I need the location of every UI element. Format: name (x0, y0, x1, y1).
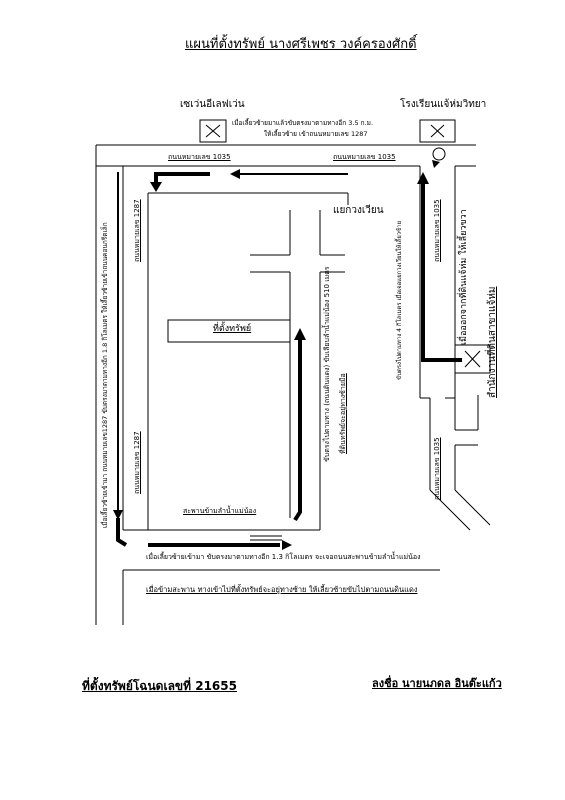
bottom-note-2: เมื่อข้ามสะพาน ทางเข้าไปที่ตั้งทรัพย์จะอ… (146, 585, 418, 594)
x-box-icon (430, 124, 445, 138)
school-x-box-icon (419, 119, 456, 143)
arrow-icon (294, 328, 306, 340)
route-up-center (293, 340, 302, 522)
road-1035-label-lower-right: ถนนหมายเลข 1035 (433, 437, 441, 500)
road-1035-label-vertical-right: ถนนหมายเลข 1035 (433, 199, 441, 262)
right-vertical-note: ขับตรงไปตามทาง 4 กิโลเมตร เมื่อเจอแยกวงเ… (396, 220, 403, 380)
deed-number: ที่ตั้งทรัพย์โฉนดเลขที่ 21655 (82, 679, 237, 693)
arrow-icon (282, 540, 292, 550)
property-box (167, 319, 291, 343)
arrow-icon (432, 160, 440, 168)
arrow-icon (150, 182, 162, 192)
arrow-icon (113, 510, 123, 520)
junction-label: แยกวงเวียน (333, 205, 384, 216)
roundabout-circle-marker-icon (432, 147, 446, 161)
route-turn-left (154, 172, 210, 185)
x-box-icon (205, 124, 221, 138)
exit-note: เมื่อออกจากที่ดินแจ้ห่ม ให้เลี้ยวขวา (459, 209, 469, 345)
road-1287-label-lower: ถนนหมายเลข 1287 (133, 431, 141, 494)
left-vertical-note: เมื่อเลี้ยวซ้ายเข้ามา ถนนหมายเลข1287 ขับ… (101, 222, 109, 528)
road-1035-label-left: ถนนหมายเลข 1035 (168, 153, 231, 161)
route-exit-arrow (421, 345, 462, 362)
bottom-note-1: เมื่อเลี้ยวซ้ายเข้ามา ขับตรงมาตามทางอีก … (146, 553, 421, 561)
signature: ลงชื่อ นายนภดล อินต๊ะแก้ว (372, 677, 502, 690)
property-label: ที่ตั้งทรัพย์ (213, 324, 252, 334)
x-box-icon (464, 350, 481, 368)
road-1287-label-upper: ถนนหมายเลข 1287 (133, 199, 141, 262)
center-vertical-note-2: ที่ดินทรัพย์จะอยู่ทางซ้ายมือ (339, 373, 347, 454)
top-note-2: ให้เลี้ยวซ้าย เข้าถนนหมายเลข 1287 (264, 130, 368, 138)
seven-eleven-x-box-icon (199, 119, 227, 143)
route-bottom-turn (116, 518, 128, 547)
diag-road-right (454, 489, 491, 526)
arrow-icon (417, 172, 429, 184)
map-title: แผนที่ตั้งทรัพย์ นางศรีเพชร วงค์ครองศักด… (185, 37, 417, 52)
road-1035-label-right: ถนนหมายเลข 1035 (333, 153, 396, 161)
arrow-icon (230, 169, 240, 179)
bridge-label: สะพานข้ามลำน้ำแม่น้อง (183, 507, 257, 515)
center-vertical-note-1: ขับตรงไปตามทาง (ถนนดินแดง) ขับเลียบลำน้ำ… (323, 266, 331, 462)
district-office-label: สำนักงานที่ดินสาขาแจ้ห่ม (487, 286, 498, 398)
top-note-1: เมื่อเลี้ยวซ้ายมาแล้วขับตรงมาตามทางอีก 3… (232, 119, 374, 127)
diag-road-left (429, 489, 471, 531)
school-label: โรงเรียนแจ้ห่มวิทยา (400, 99, 487, 110)
seven-eleven-label: เซเว่นอีเลฟเว่น (180, 99, 245, 110)
